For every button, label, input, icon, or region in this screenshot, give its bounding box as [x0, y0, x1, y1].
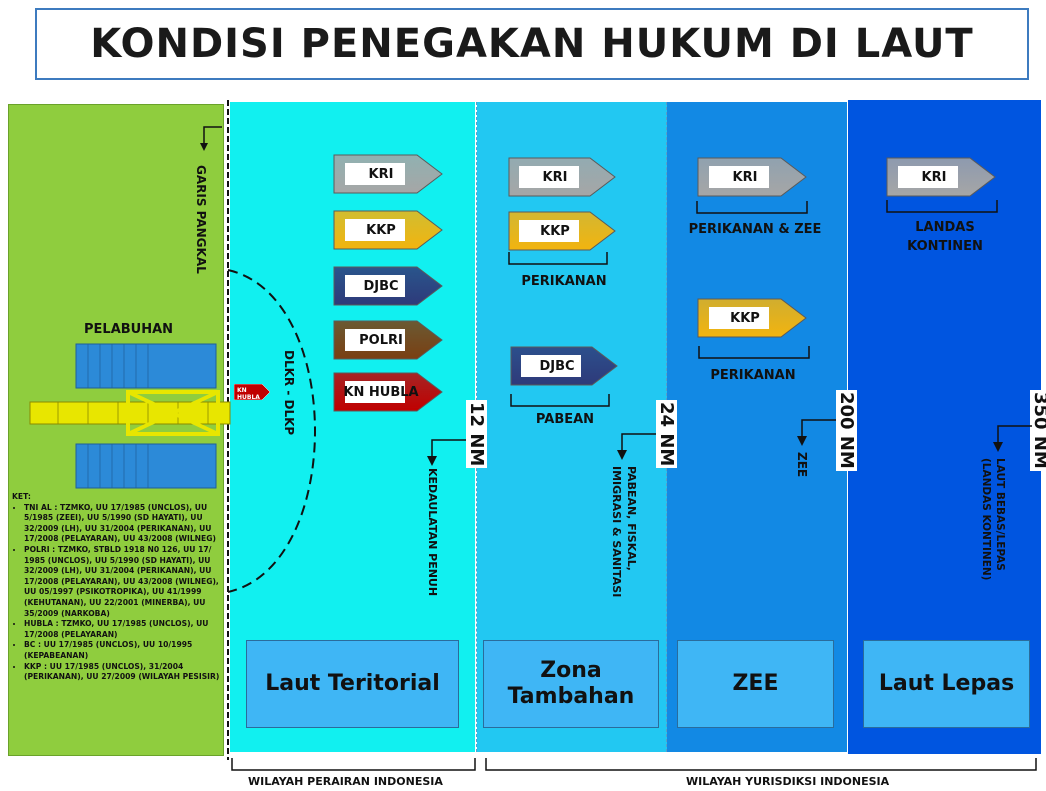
wilayah-perairan-label: WILAYAH PERAIRAN INDONESIA	[248, 775, 443, 788]
arrow-kkp: KKP	[333, 210, 443, 250]
bracket-perikanan-zee2	[698, 346, 810, 359]
pabean-fiskal-label: PABEAN, FISKAL, IMIGRASI & SANITASI	[610, 466, 638, 597]
arrow-kri: KRI	[886, 157, 996, 197]
kedaulatan-label: KEDAULATAN PENUH	[426, 468, 439, 597]
ket-item: HUBLA : TZMKO, UU 17/1985 (UNCLOS), UU 1…	[24, 619, 224, 640]
bottom-brackets	[231, 758, 1037, 771]
box-laut-teritorial: Laut Teritorial	[246, 640, 459, 728]
label-perikanan-zee-kkp: PERIKANAN	[710, 368, 796, 383]
baseline-line	[227, 100, 229, 760]
garis-pangkal-pointer	[200, 126, 222, 151]
arrow-label: KRI	[542, 169, 568, 185]
arrow-kri: KRI	[508, 157, 616, 197]
label-landas: LANDAS KONTINEN	[870, 218, 1020, 256]
arrow-kkp: KKP	[697, 298, 807, 338]
laut-bebas-line-2: (LANDAS KONTINEN)	[980, 458, 992, 581]
arrow-kri: KRI	[333, 154, 443, 194]
dlkr-label: DLKR - DLKP	[282, 350, 296, 436]
arrow-label: KN HUBLA	[343, 384, 419, 400]
arrow-label: KKP	[730, 310, 760, 326]
box-zona-tambahan: Zona Tambahan	[483, 640, 659, 728]
kn-hubla-small-arrow: KN HUBLA	[234, 384, 270, 401]
arrow-label: KRI	[368, 166, 394, 182]
pelabuhan-label: PELABUHAN	[84, 322, 174, 337]
arrow-label: KRI	[732, 169, 758, 185]
ket-header: KET:	[12, 492, 31, 501]
bracket-perikanan	[508, 252, 608, 265]
ket-item: POLRI : TZMKO, STBLD 1918 N0 126, UU 17/…	[24, 545, 224, 619]
page-title: KONDISI PENEGAKAN HUKUM DI LAUT	[90, 21, 974, 67]
pointer-350nm	[993, 425, 1032, 452]
ket-item: TNI AL : TZMKO, UU 17/1985 (UNCLOS), UU …	[24, 503, 224, 545]
arrow-djbc: DJBC	[333, 266, 443, 306]
nm-24: 24 NM	[656, 400, 677, 469]
title-box: KONDISI PENEGAKAN HUKUM DI LAUT	[35, 8, 1029, 80]
box-laut-lepas: Laut Lepas	[863, 640, 1030, 728]
keterangan: KET: TNI AL : TZMKO, UU 17/1985 (UNCLOS)…	[12, 492, 224, 683]
pabean-fiskal-line-2: IMIGRASI & SANITASI	[610, 466, 623, 598]
arrow-polri: POLRI	[333, 320, 443, 360]
arrow-label: KRI	[921, 169, 947, 185]
zona-line-1: Zona	[540, 658, 602, 683]
pointer-200nm	[797, 419, 836, 446]
arrow-label: POLRI	[359, 332, 403, 348]
ket-item: BC : UU 17/1985 (UNCLOS), UU 10/1995 (KE…	[24, 640, 224, 661]
land-region	[8, 104, 224, 756]
wilayah-yurisdiksi-label: WILAYAH YURISDIKSI INDONESIA	[686, 775, 890, 788]
laut-bebas-label: LAUT BEBAS/LEPAS (LANDAS KONTINEN)	[980, 458, 1006, 580]
bracket-pabean	[510, 394, 610, 407]
zona-line-2: Tambahan	[507, 684, 635, 709]
arrow-label: DJBC	[539, 358, 575, 374]
pointer-12nm	[427, 439, 466, 466]
harbor-illustration	[29, 343, 231, 489]
landas-line-2: KONTINEN	[907, 239, 983, 254]
label-perikanan-zona: PERIKANAN	[521, 274, 607, 289]
label-pabean: PABEAN	[535, 412, 595, 427]
box-zee: ZEE	[677, 640, 834, 728]
zee-small-label: ZEE	[795, 452, 809, 478]
label-perikanan-zee: PERIKANAN & ZEE	[688, 222, 822, 237]
kn-hubla-small-label: KN HUBLA	[237, 387, 260, 401]
nm-350: 350 NM	[1030, 390, 1046, 471]
arrow-kn-hubla: KN HUBLA	[333, 372, 443, 412]
arrow-label: KKP	[540, 223, 570, 239]
arrow-kri: KRI	[697, 157, 807, 197]
nm-200: 200 NM	[836, 390, 857, 471]
arrow-label: DJBC	[363, 278, 399, 294]
arrow-kkp: KKP	[508, 211, 616, 251]
dlkr-arc	[227, 269, 316, 593]
arrow-label: KKP	[366, 222, 396, 238]
landas-line-1: LANDAS	[915, 220, 975, 235]
laut-bebas-line-1: LAUT BEBAS/LEPAS	[994, 458, 1006, 571]
garis-pangkal-label: GARIS PANGKAL	[194, 165, 208, 274]
arrow-djbc: DJBC	[510, 346, 618, 386]
pointer-24nm	[617, 433, 656, 460]
nm-12: 12 NM	[466, 400, 487, 469]
bracket-perikanan-zee	[696, 201, 808, 214]
ket-item: KKP : UU 17/1985 (UNCLOS), 31/2004 (PERI…	[24, 662, 224, 683]
bracket-landas	[886, 200, 998, 213]
pabean-fiskal-line-1: PABEAN, FISKAL,	[625, 466, 638, 571]
